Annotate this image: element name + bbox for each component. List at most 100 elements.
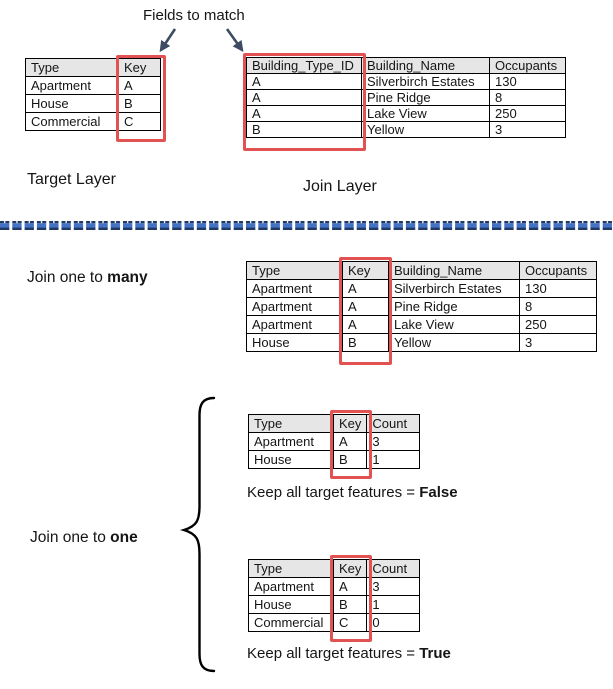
table-cell: A: [342, 297, 389, 316]
column-header: Occupants: [519, 261, 597, 280]
table-cell: A: [246, 89, 362, 106]
column-header: Building_Name: [361, 57, 490, 74]
table-cell: B: [246, 121, 362, 138]
table-cell: B: [118, 94, 161, 113]
table-cell: Yellow: [388, 333, 520, 352]
table-cell: A: [246, 105, 362, 122]
table-cell: 3: [366, 432, 421, 451]
table-cell: 8: [519, 297, 597, 316]
column-header: Count: [366, 559, 421, 578]
table-cell: Apartment: [248, 432, 334, 451]
keep-true-caption: Keep all target features = True: [247, 645, 451, 662]
table-cell: 3: [519, 333, 597, 352]
column-header: Type: [25, 58, 119, 77]
table-cell: A: [332, 577, 368, 596]
table-cell: 1: [366, 595, 421, 614]
column-header: Key: [332, 559, 368, 578]
table-cell: Pine Ridge: [361, 89, 490, 106]
table-cell: 3: [489, 121, 566, 138]
table-cell: 8: [489, 89, 566, 106]
arrow-to-target-key-icon: [159, 28, 177, 53]
join-one-to-one-label: Join one to one: [30, 529, 138, 546]
table-cell: 130: [489, 73, 566, 90]
keep-false-caption: Keep all target features = False: [247, 484, 458, 501]
column-header: Count: [366, 414, 421, 433]
table-cell: 3: [366, 577, 421, 596]
column-header: Type: [248, 414, 334, 433]
table-cell: 1: [366, 450, 421, 469]
table-cell: House: [248, 595, 334, 614]
table-cell: 130: [519, 279, 597, 298]
join-one-to-many-label: Join one to many: [27, 269, 148, 286]
column-header: Key: [342, 261, 389, 280]
table-cell: 250: [489, 105, 566, 122]
section-divider: [0, 221, 613, 231]
table-cell: C: [332, 613, 368, 632]
table-cell: Commercial: [248, 613, 334, 632]
table-cell: House: [246, 333, 343, 352]
table-cell: A: [332, 432, 368, 451]
table-cell: Commercial: [25, 112, 119, 131]
table-cell: A: [246, 73, 362, 90]
table-cell: Lake View: [388, 315, 520, 334]
column-header: Key: [118, 58, 161, 77]
table-cell: Apartment: [246, 297, 343, 316]
arrow-to-join-key-icon: [225, 28, 244, 53]
table-cell: A: [118, 76, 161, 95]
column-header: Occupants: [489, 57, 566, 74]
table-cell: House: [25, 94, 119, 113]
table-cell: A: [342, 315, 389, 334]
column-header: Building_Type_ID: [246, 57, 362, 74]
table-cell: Apartment: [25, 76, 119, 95]
target-layer-label: Target Layer: [27, 171, 116, 188]
table-cell: Silverbirch Estates: [361, 73, 490, 90]
column-header: Building_Name: [388, 261, 520, 280]
table-cell: Lake View: [361, 105, 490, 122]
column-header: Type: [246, 261, 343, 280]
table-cell: C: [118, 112, 161, 131]
table-cell: A: [342, 279, 389, 298]
table-cell: B: [332, 450, 368, 469]
curly-brace-icon: [179, 396, 216, 673]
table-cell: House: [248, 450, 334, 469]
table-cell: 0: [366, 613, 421, 632]
fields-to-match-label: Fields to match: [143, 7, 245, 24]
table-cell: Yellow: [361, 121, 490, 138]
table-cell: Pine Ridge: [388, 297, 520, 316]
table-cell: B: [342, 333, 389, 352]
column-header: Type: [248, 559, 334, 578]
table-cell: Apartment: [248, 577, 334, 596]
join-layer-label: Join Layer: [303, 178, 377, 195]
table-cell: Silverbirch Estates: [388, 279, 520, 298]
table-cell: 250: [519, 315, 597, 334]
table-cell: Apartment: [246, 279, 343, 298]
table-cell: B: [332, 595, 368, 614]
